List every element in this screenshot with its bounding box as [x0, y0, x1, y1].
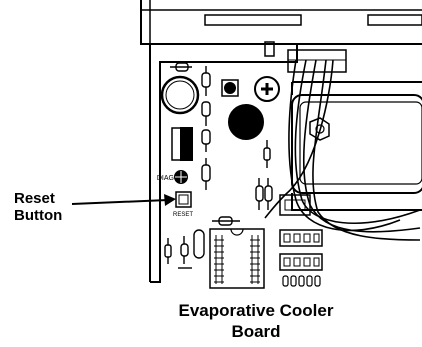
reset-button-body[interactable]: [175, 191, 192, 208]
transformer-body: [291, 94, 422, 194]
fuse-holder: [279, 194, 311, 216]
resistor-column: [201, 66, 211, 190]
diag-label: DIAG: [157, 175, 174, 182]
wire-bundle: [264, 59, 421, 241]
ic-pins: [214, 235, 260, 284]
ic-chip: [209, 228, 265, 289]
reset-button-callout-line1: Reset: [14, 190, 55, 207]
board-outline: [149, 44, 298, 283]
vent-slot-right: [367, 14, 422, 26]
cabinet-outline: [140, 0, 422, 45]
connector-upper: [279, 229, 323, 247]
reset-label: RESET: [173, 212, 193, 218]
callout-arrow-line: [71, 199, 169, 205]
screw-head: [254, 76, 280, 102]
connector-lower: [279, 253, 323, 271]
terminal-block: [287, 49, 347, 73]
transformer-bracket: [291, 81, 422, 211]
black-disc: [228, 104, 264, 140]
reset-button-callout-line2: Button: [14, 207, 63, 224]
large-capacitor: [160, 75, 200, 115]
figure-caption-line1: Evaporative Cooler: [178, 301, 334, 320]
callout-arrowhead: [164, 194, 176, 206]
figure-caption-line2: Board: [231, 322, 281, 341]
mid-resistors: [255, 140, 273, 210]
vent-slot-left: [204, 14, 302, 26]
small-square-component: [221, 79, 239, 97]
bottom-left-components: [164, 229, 205, 269]
top-small-part: [264, 41, 275, 57]
transformer-window: [299, 101, 422, 185]
diode-row: [282, 275, 321, 287]
mounting-nut: [309, 117, 330, 141]
